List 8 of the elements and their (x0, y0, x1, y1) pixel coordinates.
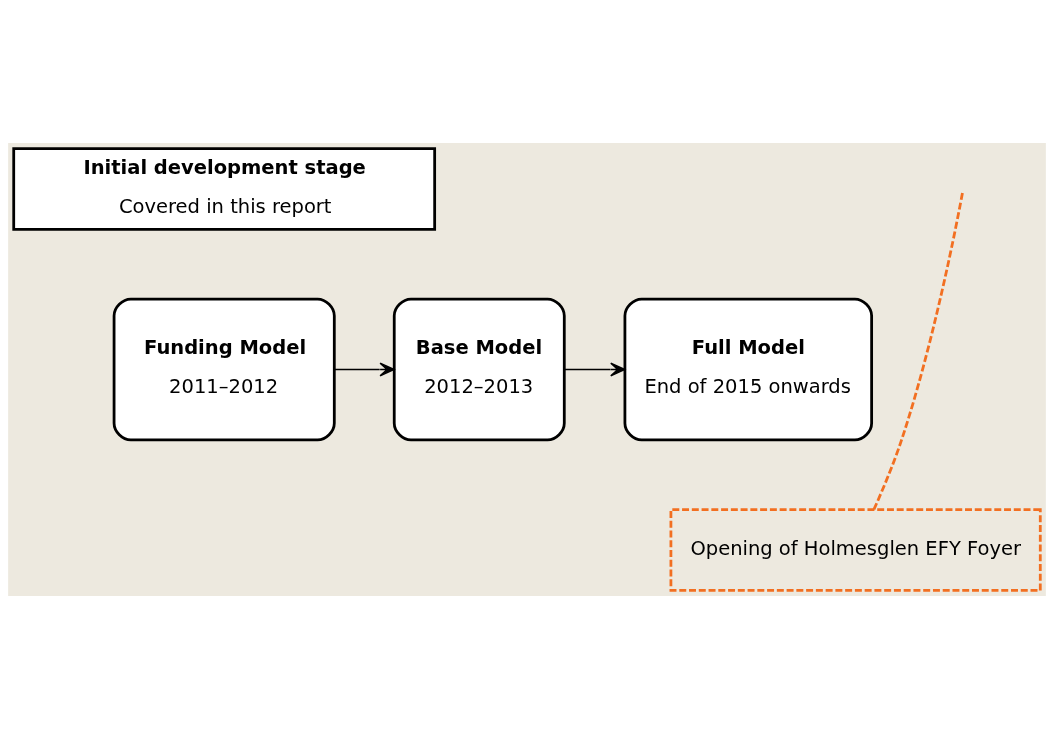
arrow (334, 362, 395, 376)
node-box: Opening of Holmesglen EFY Foyer (669, 507, 1042, 592)
node-box: Initial development stage Covered in this report (12, 146, 437, 231)
node-box: Funding Model 2011–2012 (112, 297, 336, 441)
connector (872, 189, 965, 510)
node-box: Base Model 2012–2013 (392, 297, 566, 441)
node-box: Full Model End of 2015 onwards (623, 297, 874, 441)
arrow (563, 362, 626, 376)
